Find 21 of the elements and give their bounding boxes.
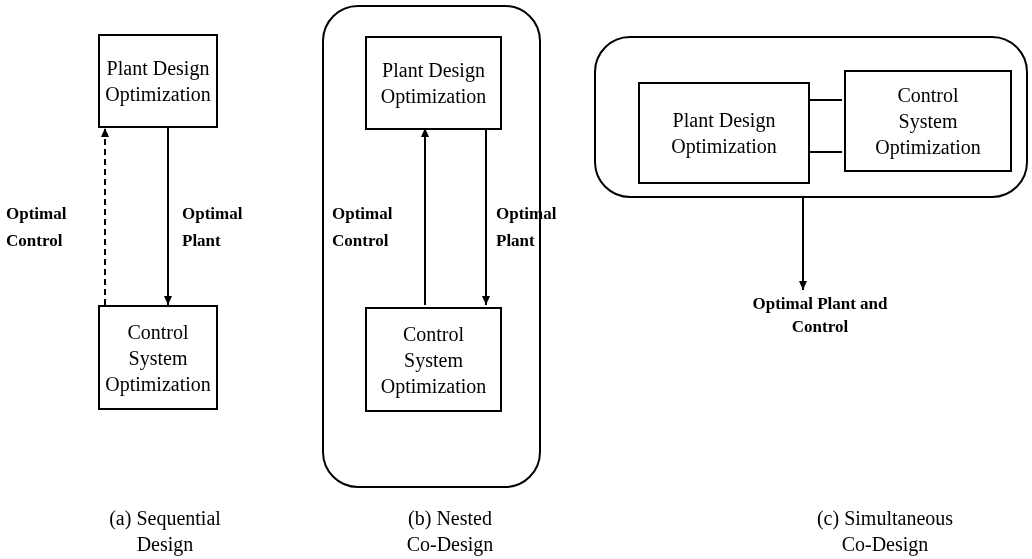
arrow xyxy=(101,127,109,306)
process-box: Plant Design Optimization xyxy=(365,36,502,130)
connector-line xyxy=(807,99,843,101)
group-frame xyxy=(594,36,1028,198)
process-box: Control System Optimization xyxy=(365,307,502,412)
process-box: Plant Design Optimization xyxy=(98,34,218,128)
arrow xyxy=(482,127,490,306)
edge-label: Optimal Control xyxy=(6,203,68,252)
process-box: Plant Design Optimization xyxy=(638,82,810,184)
arrow xyxy=(421,127,429,306)
process-box: Control System Optimization xyxy=(844,70,1012,172)
caption: (b) Nested Co-Design xyxy=(405,506,495,557)
arrow xyxy=(799,197,807,291)
connector-line xyxy=(807,151,843,153)
edge-label: Optimal Plant xyxy=(182,203,244,252)
output-text: Optimal Plant and Control xyxy=(735,290,905,340)
edge-label: Optimal Control xyxy=(332,203,394,252)
arrow xyxy=(164,127,172,306)
process-box: Control System Optimization xyxy=(98,305,218,410)
caption: (c) Simultaneous Co-Design xyxy=(815,506,955,557)
caption: (a) Sequential Design xyxy=(108,506,222,557)
